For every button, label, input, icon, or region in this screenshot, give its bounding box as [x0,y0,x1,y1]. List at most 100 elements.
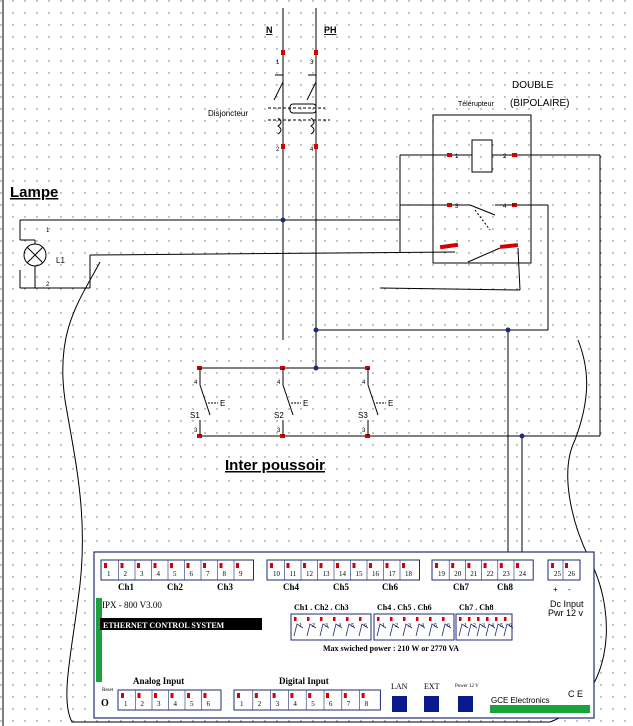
dc-input-block-pin-label: 25 [554,570,562,578]
lamp-title: Lampe [10,184,58,201]
analog-input-block-pin-label: 4 [174,700,178,708]
relay-contact-symbol [503,623,514,637]
analog-input-block-pin-label: 5 [190,700,194,708]
relay-group-pin: 2 [312,623,315,629]
digital-input-block-pin-label: 5 [311,700,315,708]
relay-block-2-pin-label: 16 [372,570,380,578]
relay-block-2-terminal [369,563,372,568]
relay-group-pin: 4 [338,623,341,629]
relay-block-1-pin-label: 2 [124,570,128,578]
relay-group-terminal [459,617,462,621]
digital-input-block-pin-label: 3 [276,700,280,708]
relay-group-label: Ch1 . Ch2 . Ch3 [294,603,349,612]
relay-block-2-terminal [352,563,356,568]
relay-group-terminal [320,617,323,621]
relay-block-3-terminal [451,563,455,568]
breaker [268,50,330,149]
analog-input-block-pin-label: 6 [207,700,211,708]
relay-block-1-pin-label: 3 [140,570,144,578]
dc-input-block-terminal [565,563,568,568]
relay-block-1-terminal [104,563,107,568]
pushbutton-s3 [365,366,386,438]
analog-input-block-pin-label: 3 [157,700,161,708]
relay-group-terminal [477,617,480,621]
relay-group-pin: 5 [434,623,437,629]
pushbutton-title: Inter poussoir [225,457,325,474]
phase-label: PH [324,25,337,35]
relay-block-2-terminal [303,563,306,568]
relay-block-2-terminal [286,563,290,568]
relay-group-terminal [377,617,380,621]
dc-input-block-terminal [551,563,554,568]
relay-group-terminal [294,617,297,621]
pushbutton-s2 [280,366,301,438]
digital-input-label: Digital Input [279,676,329,686]
relay-block-3-pin-label: 19 [438,570,446,578]
s1-mark: E [220,399,225,408]
relay-block-2-pin-label: 13 [323,570,331,578]
s1-pin-top: 4 [194,380,198,386]
relay-group-pin: 2 [395,623,398,629]
lan-label: LAN [391,682,408,691]
relay-block-2-terminal [402,563,405,568]
s3-pin-bottom: 3 [362,428,366,434]
relay-block-3-terminal [483,563,487,568]
s2-label: S2 [274,411,284,420]
analog-input-block-terminal [187,693,190,698]
power-12v-button [458,696,473,712]
relay-pin-2: 2 [503,154,507,160]
s3-pin-top: 4 [362,380,366,386]
relay-group-pin: 1 [464,623,467,629]
relay-block-2-terminal [336,563,339,568]
relay-block-1-pin-label: 1 [107,570,111,578]
lamp-symbol [20,239,47,288]
channel-label-7: Ch7 [453,582,470,592]
s1-pin-bottom: 3 [194,428,198,434]
digital-input-block-pin-label: 6 [329,700,333,708]
digital-input-block-pin-label: 7 [347,700,351,708]
relay-group-pin: 4 [421,623,424,629]
relay-block-1-terminal [120,563,124,568]
relay-block-1-terminal [153,563,157,568]
relay-block-1-pin-label: 7 [206,570,210,578]
relay-group-terminal [333,617,336,621]
s2-mark: E [303,399,308,408]
channel-label-4: Ch4 [283,582,300,592]
relay-group-pin: 1 [299,623,302,629]
relay-pin-1: 1 [455,154,459,160]
relay-group-pin: 4 [491,623,494,629]
relay-group-pin: 3 [482,623,485,629]
ethernet-system-banner [100,618,262,630]
board-green-bar [96,598,102,682]
ext-button [424,696,439,712]
relay-name: Télérupteur [458,101,494,108]
junction-dots [280,217,525,439]
channel-label-1: Ch1 [118,582,135,592]
relay-group-terminal [307,617,310,621]
relay-block-2-pin-label: 11 [290,570,297,578]
breaker-pin-3: 3 [310,60,314,66]
relay-block-1-terminal [236,563,239,568]
channel-label-2: Ch2 [167,582,184,592]
relay-contact-symbol [476,623,487,637]
relay-block-3-terminal [516,563,519,568]
pushbutton-s1 [197,366,218,438]
lan-button [392,696,407,712]
pwr-label: Pwr 12 v [548,608,584,618]
relay-group-terminal [468,617,471,621]
relay-group-terminal [346,617,349,621]
analog-input-block-terminal [121,693,124,698]
relay-block-1-pin-label: 8 [223,570,227,578]
relay-group-box [290,613,372,641]
channel-label-5: Ch5 [333,582,350,592]
brand-bar [490,705,590,713]
analog-input-block-terminal [170,693,174,698]
digital-input-block-pin-label: 2 [258,700,262,708]
ext-label: EXT [424,682,440,691]
reset-label: Reset [102,688,114,693]
relay-block-2-pin-label: 12 [306,570,314,578]
